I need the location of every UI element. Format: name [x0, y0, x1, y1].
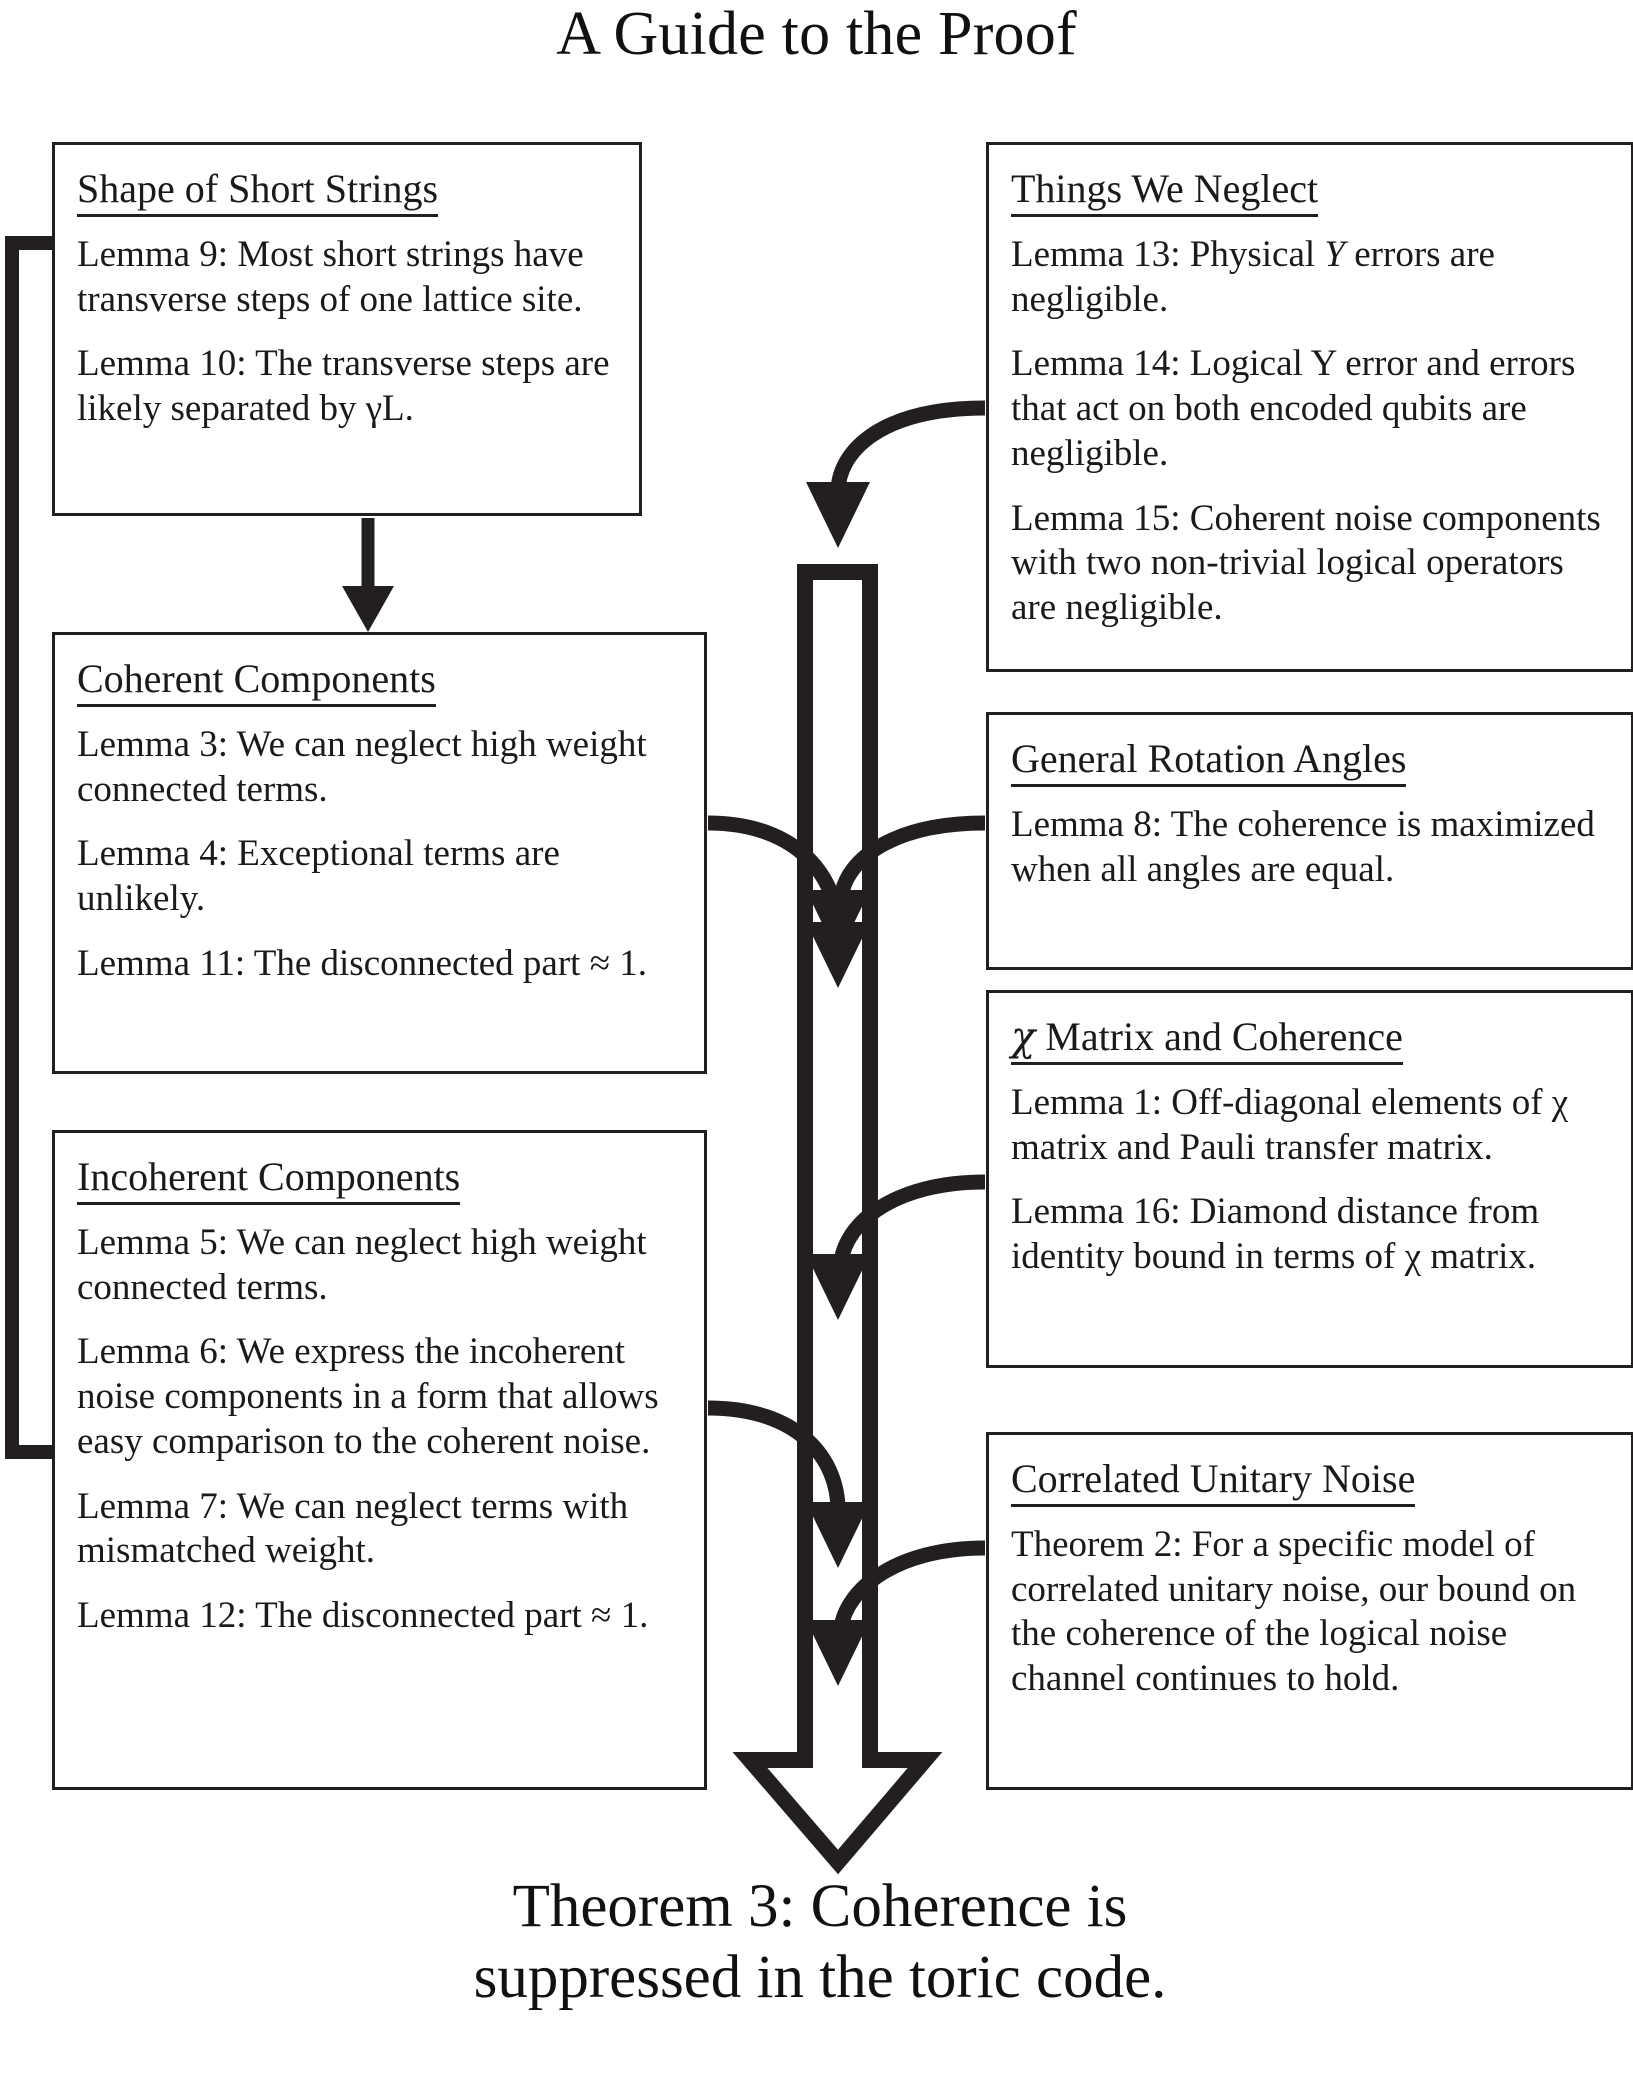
- page-title: A Guide to the Proof: [556, 0, 1077, 68]
- lemma-10-item: Lemma 10: The transverse steps are likel…: [77, 343, 610, 430]
- box-things-we-neglect[interactable]: Things We Neglect Lemma 13: Physical Y e…: [986, 142, 1633, 672]
- arrow-things-we-neglect-to-trunk: [806, 400, 986, 548]
- box-title-incoherent-components: Incoherent Components: [77, 1154, 461, 1205]
- conclusion-line-1: Theorem 3: Coherence is: [512, 1873, 1128, 1940]
- arrow-general-rotation-to-trunk: [806, 815, 986, 956]
- conclusion-theorem-3: Theorem 3: Coherence is suppressed in th…: [120, 1872, 1520, 2014]
- arrow-shape-to-coherent: [342, 518, 394, 632]
- box-title-correlated-unitary-noise: Correlated Unitary Noise: [1011, 1456, 1416, 1507]
- box-title-coherent-components: Coherent Components: [77, 656, 436, 707]
- italic-y-symbol: Y: [1324, 233, 1345, 275]
- lemma-6-item: Lemma 6: We express the incoherent noise…: [77, 1331, 659, 1462]
- lemma-4-item: Lemma 4: Exceptional terms are unlikely.: [77, 833, 560, 920]
- box-title-chi-matrix-and-coherence: χ Matrix and Coherence: [1011, 1014, 1403, 1065]
- chi-symbol: χ: [1011, 1014, 1036, 1060]
- lemma-14-item: Lemma 14: Logical Y error and errors tha…: [1011, 343, 1576, 474]
- lemma-5-item: Lemma 5: We can neglect high weight conn…: [77, 1221, 647, 1308]
- conclusion-line-2: suppressed in the toric code.: [473, 1943, 1167, 2011]
- lemma-1-item: Lemma 1: Off-diagonal elements of χ matr…: [1011, 1081, 1569, 1168]
- lemma-7-item: Lemma 7: We can neglect terms with misma…: [77, 1485, 629, 1572]
- lemma-11-item: Lemma 11: The disconnected part ≈ 1.: [77, 942, 647, 984]
- box-shape-of-short-strings[interactable]: Shape of Short Strings Lemma 9: Most sho…: [52, 142, 642, 516]
- box-general-rotation-angles[interactable]: General Rotation Angles Lemma 8: The coh…: [986, 712, 1633, 970]
- chi-title-rest: Matrix and Coherence: [1035, 1014, 1403, 1059]
- arrow-incoherent-to-trunk: [707, 1400, 870, 1568]
- box-coherent-components[interactable]: Coherent Components Lemma 3: We can negl…: [52, 632, 707, 1074]
- box-incoherent-components[interactable]: Incoherent Components Lemma 5: We can ne…: [52, 1130, 707, 1790]
- arrow-correlated-noise-to-trunk: [806, 1540, 986, 1686]
- lemma-3-item: Lemma 3: We can neglect high weight conn…: [77, 723, 647, 810]
- lemma-8-item: Lemma 8: The coherence is maximized when…: [1011, 803, 1595, 890]
- lemma-16-item: Lemma 16: Diamond distance from identity…: [1011, 1191, 1540, 1278]
- arrow-chi-matrix-to-trunk: [806, 1174, 986, 1320]
- box-chi-matrix-and-coherence[interactable]: χ Matrix and Coherence Lemma 1: Off-diag…: [986, 990, 1633, 1368]
- lemma-15-item: Lemma 15: Coherent noise components with…: [1011, 497, 1601, 629]
- theorem-2-item: Theorem 2: For a specific model of corre…: [1011, 1523, 1577, 1700]
- box-title-general-rotation-angles: General Rotation Angles: [1011, 736, 1407, 787]
- box-correlated-unitary-noise[interactable]: Correlated Unitary Noise Theorem 2: For …: [986, 1432, 1633, 1790]
- box-title-things-we-neglect: Things We Neglect: [1011, 166, 1319, 217]
- lemma-12-item: Lemma 12: The disconnected part ≈ 1.: [77, 1595, 649, 1637]
- lemma-13-item: Lemma 13: Physical Y errors are negligib…: [1011, 233, 1495, 320]
- hollow-block-arrow-trunk: [732, 564, 943, 1875]
- box-title-shape-of-short-strings: Shape of Short Strings: [77, 166, 439, 217]
- lemma-9-item: Lemma 9: Most short strings have transve…: [77, 233, 584, 320]
